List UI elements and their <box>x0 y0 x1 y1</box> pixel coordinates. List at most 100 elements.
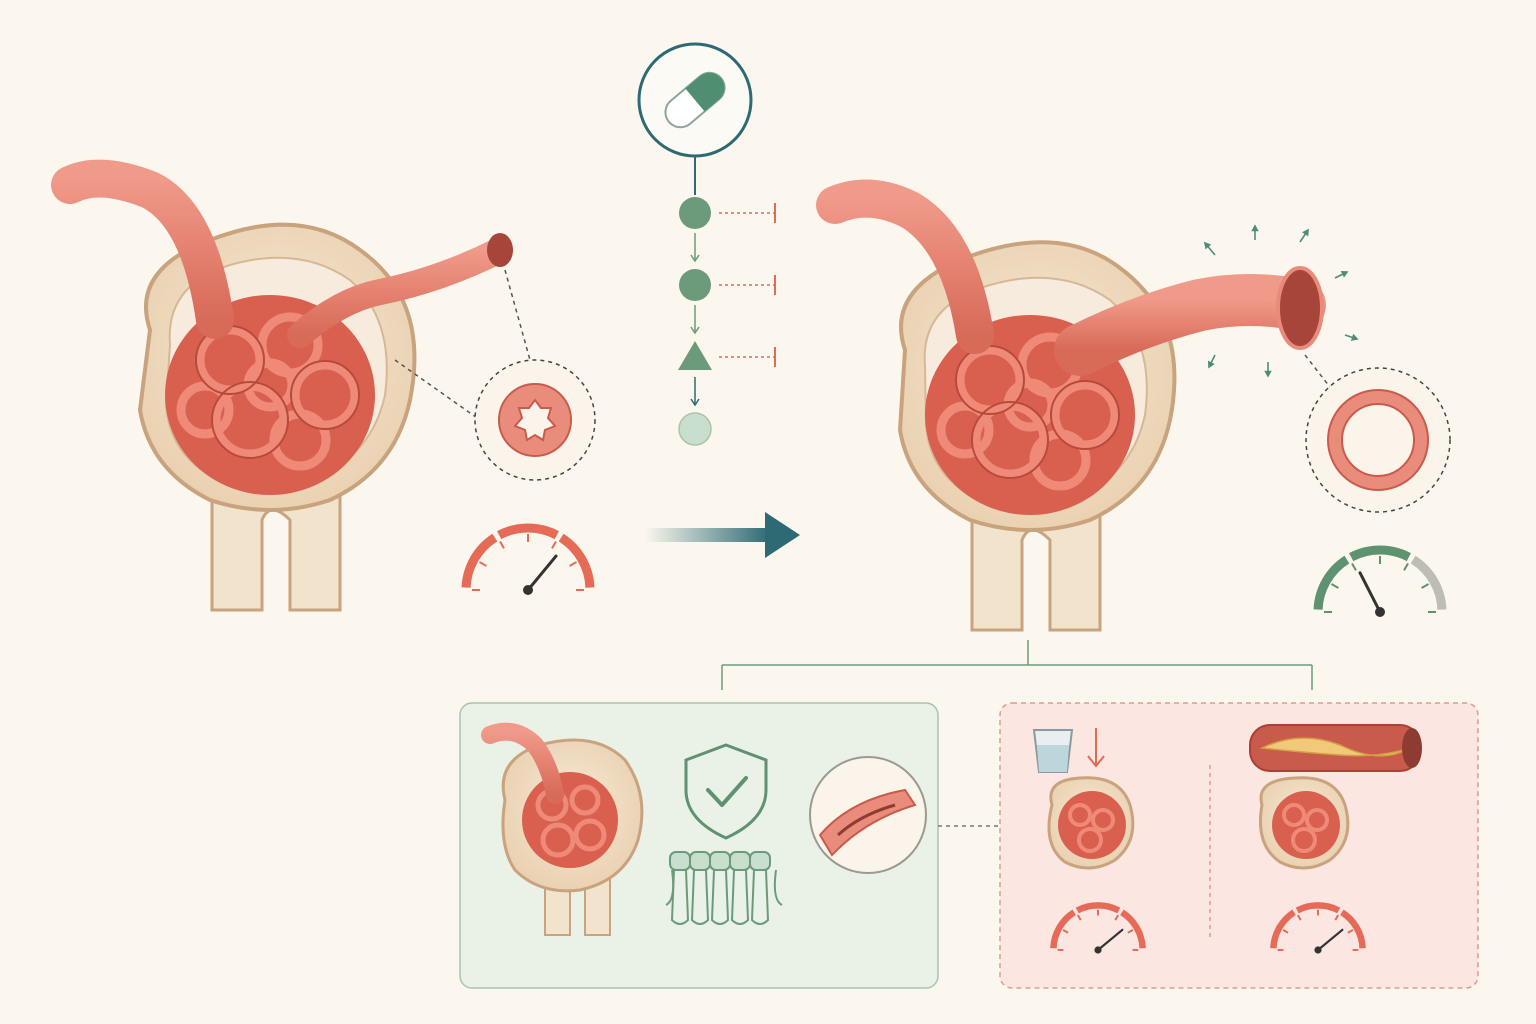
gauge-tick <box>569 561 577 567</box>
pathway-step-faded <box>678 412 712 446</box>
dilated-lumen <box>1341 403 1415 477</box>
gauge-segment <box>1075 902 1121 914</box>
dilation-arrow-head <box>1207 360 1215 369</box>
dilation-arrow-head <box>1350 333 1359 341</box>
gauge-tick <box>1282 928 1289 934</box>
shield-check-icon <box>684 743 768 840</box>
gauge-tick <box>1331 583 1339 589</box>
vessel-cross-section-constricted <box>474 359 596 481</box>
pathway-step-triangle <box>678 341 712 370</box>
podocyte-foot <box>670 869 690 925</box>
outcome-branch-lines <box>721 640 1313 690</box>
callout-line-before-2 <box>504 269 531 361</box>
podocyte-edge-right <box>773 869 783 906</box>
gauge-segment <box>497 523 559 540</box>
gauge-pivot <box>523 585 533 595</box>
podocyte-body <box>689 851 711 871</box>
gauge-segment <box>1410 555 1447 610</box>
dilation-arrow-head <box>1264 370 1272 378</box>
gauge-segment <box>1119 909 1146 949</box>
callout-line-after <box>1304 354 1341 401</box>
efferent-lumen <box>487 233 513 267</box>
gauge-needle <box>1316 928 1344 952</box>
dilation-arrow-head <box>1340 270 1349 278</box>
pathway-arrow-head <box>690 326 700 335</box>
dilation-arrow-head <box>1251 224 1259 232</box>
podocyte-layer <box>665 851 783 925</box>
efferent-lumen <box>1276 266 1324 350</box>
gauge-segment <box>1050 909 1077 949</box>
capsule-pill-icon <box>664 71 726 129</box>
down-arrow-icon <box>1087 728 1105 768</box>
gauge-tick <box>1062 928 1069 934</box>
gauge-pivot <box>1314 946 1322 954</box>
gauge-segment <box>1270 909 1297 949</box>
gauge-tick <box>479 561 487 567</box>
afferent-arteriole <box>51 159 234 339</box>
gauge-tick <box>1347 928 1354 934</box>
gauge-pivot <box>1375 607 1385 617</box>
podocyte-body <box>749 851 771 871</box>
dilation-arrow-head <box>1302 228 1309 237</box>
podocyte-foot <box>690 869 710 925</box>
benefit-panel <box>459 702 939 989</box>
gauge-needle <box>1096 928 1124 952</box>
gauge-segment <box>558 533 595 588</box>
capillary-loop-edges <box>955 345 1120 479</box>
pathway-step-circle <box>679 269 711 301</box>
glomerulus-after <box>816 179 1326 632</box>
gauge-tick <box>1076 914 1082 921</box>
pathway-arrow-head <box>690 398 700 407</box>
vessel-section-icon <box>809 756 927 874</box>
afferent-arteriole <box>816 179 994 354</box>
vessel-cross-section-dilated <box>1305 367 1451 513</box>
podocyte-body <box>729 851 751 871</box>
efferent-arteriole-constricted <box>287 237 513 348</box>
pressure-gauge-icon <box>461 523 595 595</box>
glomerulus-protected <box>481 722 644 936</box>
gauge-needle <box>1358 571 1382 614</box>
pathway-steps <box>678 197 776 446</box>
atherosclerotic-artery-icon <box>1249 724 1422 772</box>
podocyte-body <box>709 851 731 871</box>
dilation-arrow-head <box>1203 241 1212 250</box>
pressure-gauge-icon <box>1050 902 1146 954</box>
drug-pathway <box>637 42 776 446</box>
glomerulus-before <box>51 159 513 612</box>
gauge-tick <box>1127 928 1134 934</box>
gauge-tick <box>1403 563 1409 571</box>
gauge-needle <box>526 554 558 592</box>
gauge-tick <box>1421 583 1429 589</box>
water-glass-icon <box>1032 729 1074 773</box>
gauge-tick <box>551 541 557 549</box>
pathway-step-circle <box>679 197 711 229</box>
podocyte-foot <box>750 869 770 925</box>
right-arrow-icon <box>645 512 800 558</box>
gauge-tick <box>1351 563 1357 571</box>
constricted-lumen <box>513 398 557 442</box>
efferent-arteriole-dilated <box>1054 274 1326 376</box>
podocyte-edge-left <box>665 869 675 906</box>
pressure-gauge-icon <box>1313 545 1447 617</box>
gauge-segment <box>1313 555 1350 610</box>
gauge-tick <box>1296 914 1302 921</box>
gauge-segment <box>1339 909 1366 949</box>
gauge-tick <box>1114 914 1120 921</box>
glomerulus-atherosclerosis <box>1258 776 1350 870</box>
podocyte-foot <box>730 869 750 925</box>
gauge-tick <box>499 541 505 549</box>
glomerulus-low-fluid <box>1047 776 1135 870</box>
expansion-arrows-icon <box>1203 224 1359 378</box>
podocyte-foot <box>710 869 730 925</box>
caution-panel <box>999 702 1479 989</box>
callout-line-before <box>394 359 481 421</box>
gauge-pivot <box>1094 946 1102 954</box>
pressure-gauge-icon <box>1270 902 1366 954</box>
gauge-tick <box>1334 914 1340 921</box>
gauge-segment <box>461 533 498 588</box>
gauge-segment <box>1349 545 1411 562</box>
pathway-arrow-head <box>690 254 700 263</box>
gauge-segment <box>1295 902 1341 914</box>
